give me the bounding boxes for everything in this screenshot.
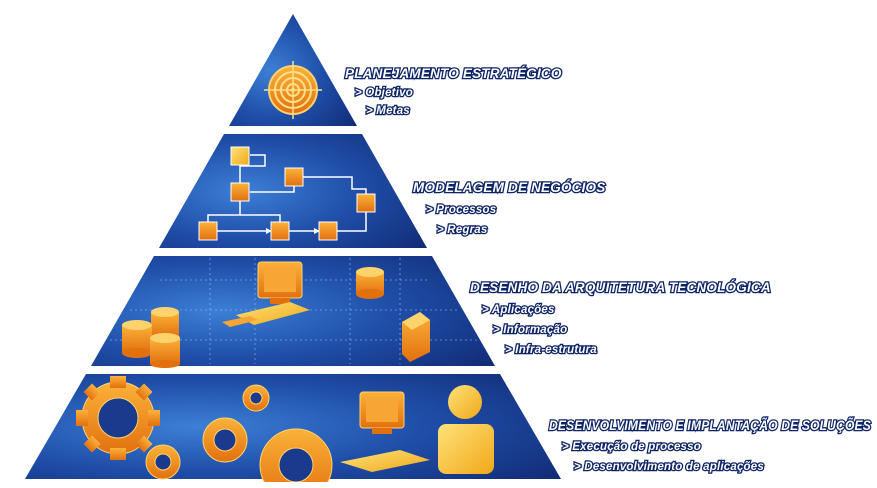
level-3-label: DESENHO DA ARQUITETURA TECNOLÓGICA > Apl… — [469, 279, 772, 358]
level-1-item-2: > Metas — [366, 105, 410, 117]
level-2-label: MODELAGEM DE NEGÓCIOS > Processos > Regr… — [412, 179, 607, 238]
level-2-item-2: > Regras — [437, 224, 488, 236]
level-3-item-1: > Aplicações — [482, 304, 555, 316]
level-1-item-1: > Objetivo — [355, 87, 413, 99]
level-3-item-2: > Informação — [493, 324, 567, 336]
level-3-item-3: > Infra-estrutura — [505, 344, 597, 356]
level-4-item-1: > Execução de processo — [562, 441, 701, 453]
level-1-label: PLANEJAMENTO ESTRATÉGICO > Objetivo > Me… — [344, 65, 563, 119]
level-4-item-2: > Desenvolvimento de aplicações — [574, 461, 764, 473]
level-4-label: DESENVOLVIMENTO E IMPLANTAÇÃO DE SOLUÇÕE… — [548, 417, 872, 475]
computer-database-icon — [110, 258, 480, 368]
band-modelagem — [159, 134, 427, 248]
level-3-title: DESENHO DA ARQUITETURA TECNOLÓGICA — [470, 280, 771, 295]
level-2-item-1: > Processos — [426, 204, 496, 216]
level-4-title: DESENVOLVIMENTO E IMPLANTAÇÃO DE SOLUÇÕE… — [549, 418, 871, 433]
flowchart-icon — [198, 146, 376, 241]
target-icon — [264, 61, 322, 119]
level-2-title: MODELAGEM DE NEGÓCIOS — [413, 180, 605, 195]
gears-user-icon — [76, 376, 494, 482]
level-1-title: PLANEJAMENTO ESTRATÉGICO — [345, 66, 562, 81]
